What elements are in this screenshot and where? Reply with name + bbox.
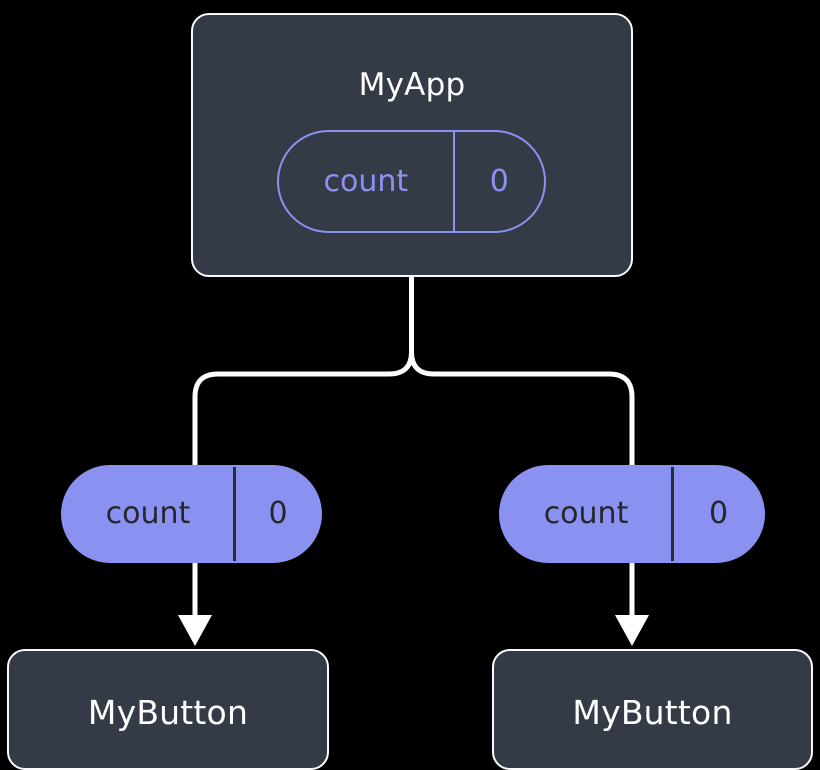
state-pill-myapp-count-value: 0 <box>489 163 509 199</box>
arrowhead-left <box>178 615 212 646</box>
arrowhead-right <box>615 615 649 646</box>
prop-pill-left-count-value: 0 <box>268 496 288 531</box>
node-mybutton-left-label: MyButton <box>87 693 249 732</box>
edge-root-to-branch-right <box>409 274 635 469</box>
edge-root-to-branches <box>192 274 414 469</box>
prop-pill-left-count-key: count <box>63 467 236 561</box>
node-mybutton-left[interactable]: MyButton <box>7 649 329 770</box>
node-myapp-label: MyApp <box>358 67 466 103</box>
prop-pill-right-count[interactable]: count 0 <box>499 465 765 563</box>
state-pill-myapp-count[interactable]: count 0 <box>277 130 546 233</box>
node-mybutton-right-label: MyButton <box>572 693 733 732</box>
prop-pill-right-count-value: 0 <box>708 496 729 531</box>
prop-pill-left-count[interactable]: count 0 <box>61 465 322 563</box>
prop-pill-right-count-key: count <box>501 467 675 561</box>
node-myapp[interactable]: MyApp <box>191 13 633 277</box>
state-pill-myapp-count-key: count <box>279 132 455 231</box>
node-mybutton-right[interactable]: MyButton <box>492 649 813 770</box>
